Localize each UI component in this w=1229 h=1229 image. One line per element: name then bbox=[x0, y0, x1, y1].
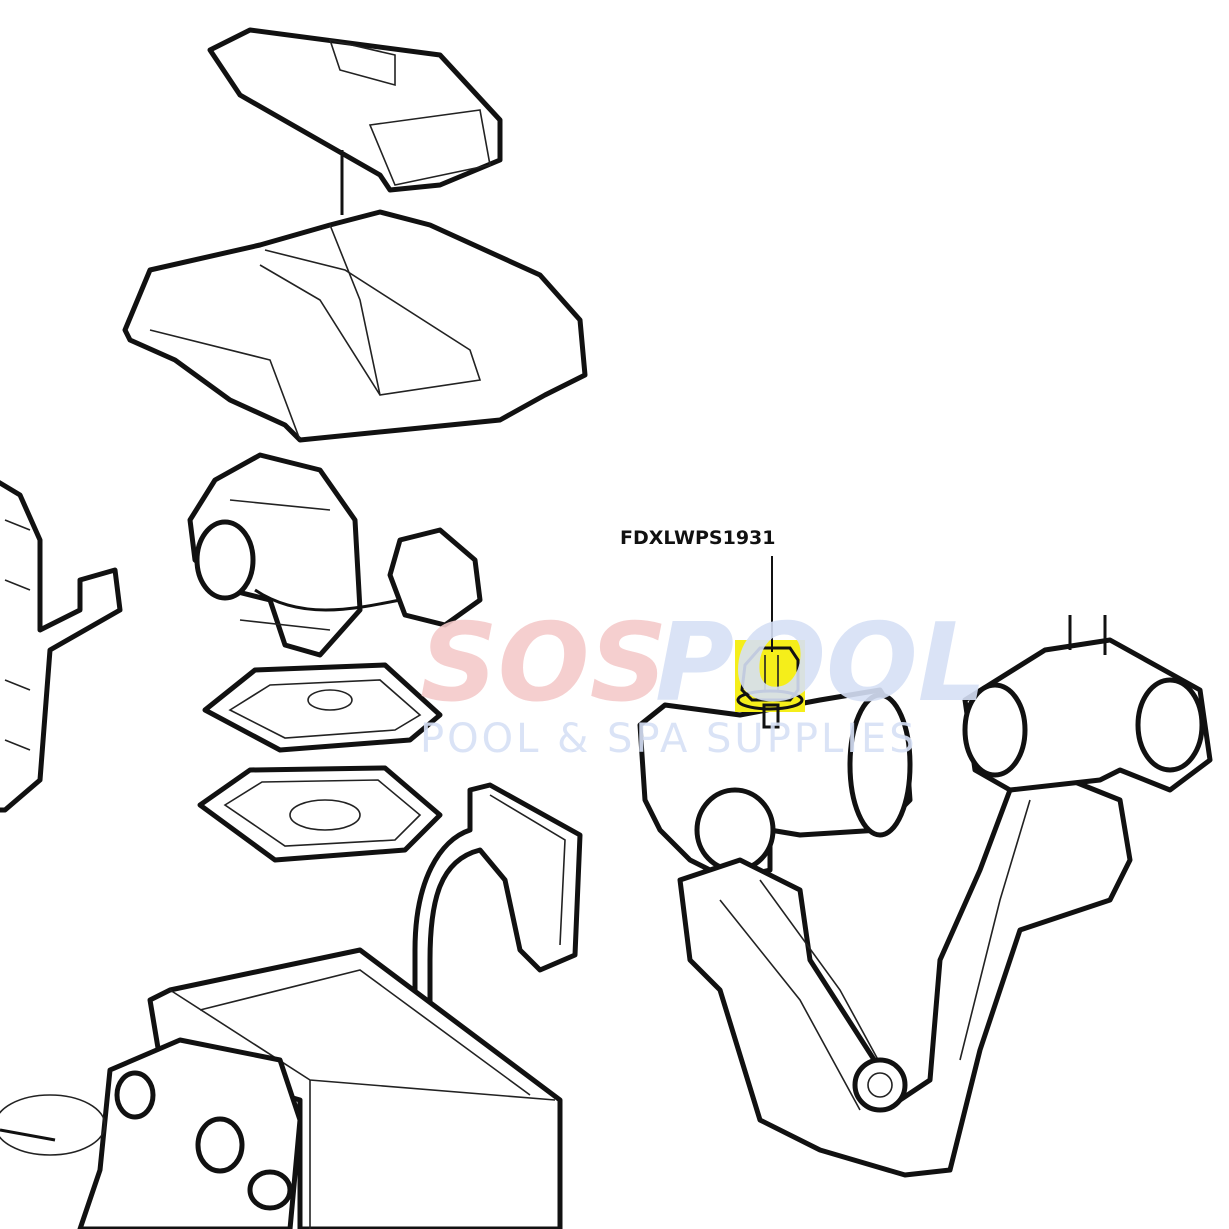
gasket-upper bbox=[202, 662, 443, 753]
gasket-lower bbox=[197, 765, 443, 863]
top-lid bbox=[207, 27, 503, 215]
highlighted-part-pressure-switch[interactable] bbox=[735, 640, 805, 729]
main-cover bbox=[122, 209, 588, 443]
control-panel-left bbox=[0, 480, 123, 813]
exhaust-duct bbox=[412, 782, 583, 1013]
watermark-brand-right: POOL bbox=[655, 601, 987, 726]
water-manifold bbox=[637, 615, 1213, 1178]
blower-assembly bbox=[187, 452, 483, 658]
watermark-brand-left: SOS bbox=[420, 601, 667, 726]
watermark-tagline: POOL & SPA SUPPLIES bbox=[420, 716, 918, 762]
watermark: SOS POOL POOL & SPA SUPPLIES bbox=[420, 601, 987, 762]
combustion-chamber bbox=[0, 947, 563, 1229]
part-number-label: FDXLWPS1931 bbox=[620, 527, 776, 549]
